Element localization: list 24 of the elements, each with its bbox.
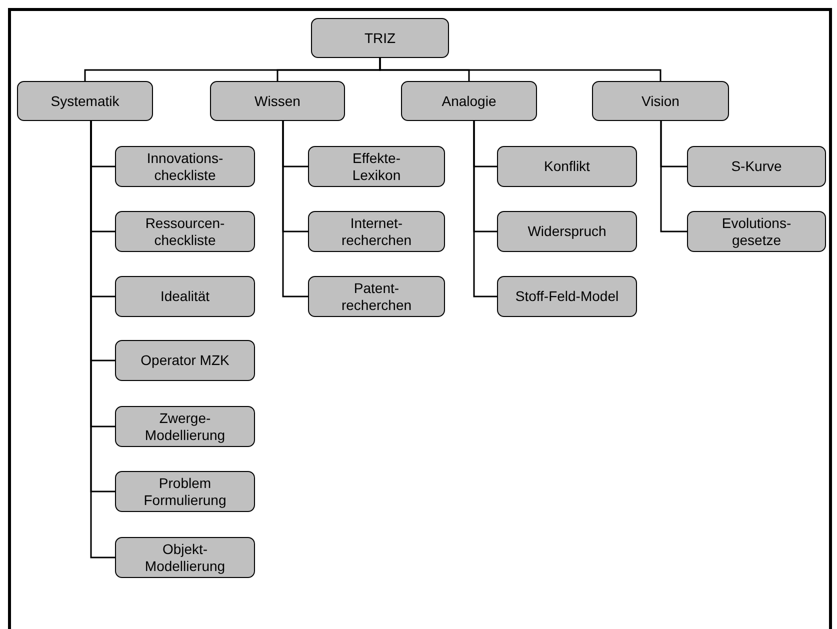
process-box: Innovations- checkliste — [115, 146, 255, 187]
process-box: Operator MZK — [115, 340, 255, 381]
process-box: Patent- recherchen — [308, 276, 445, 317]
connector-line — [282, 121, 308, 298]
process-box: Analogie — [401, 81, 537, 121]
process-box: Stoff-Feld-Model — [497, 276, 637, 317]
connector-line — [660, 121, 687, 232]
process-box: S-Kurve — [687, 146, 826, 187]
process-box: Zwerge- Modellierung — [115, 406, 255, 447]
connector-line — [379, 58, 662, 81]
process-box: Systematik — [17, 81, 153, 121]
process-box: Problem Formulierung — [115, 471, 255, 512]
process-box: Wissen — [210, 81, 345, 121]
process-box: Vision — [592, 81, 729, 121]
process-box: Idealität — [115, 276, 255, 317]
process-box: Internet- recherchen — [308, 211, 445, 252]
process-box: Evolutions- gesetze — [687, 211, 826, 252]
process-box: Ressourcen- checkliste — [115, 211, 255, 252]
process-box: TRIZ — [311, 18, 449, 58]
process-box: Widerspruch — [497, 211, 637, 252]
connector-line — [473, 121, 497, 298]
process-box: Objekt- Modellierung — [115, 537, 255, 578]
process-box: Effekte- Lexikon — [308, 146, 445, 187]
process-box: Konflikt — [497, 146, 637, 187]
